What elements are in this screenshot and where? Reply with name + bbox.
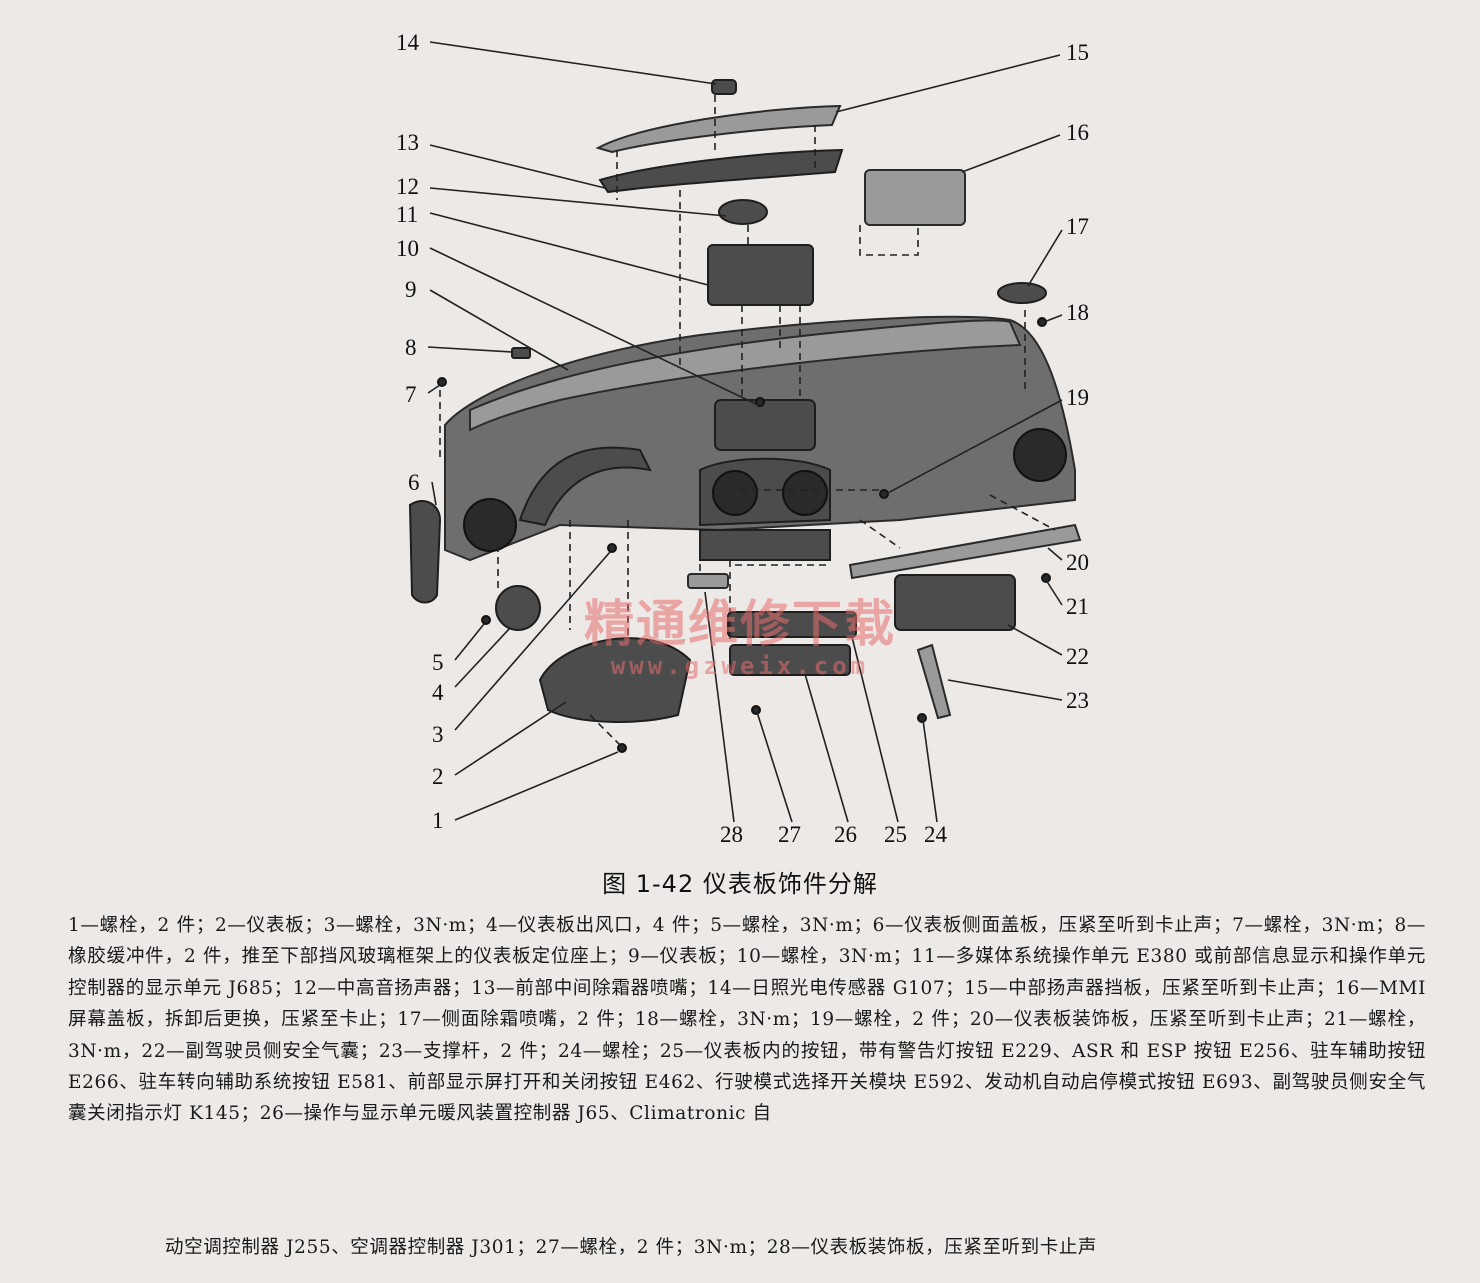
- callout-9: 9: [405, 277, 417, 302]
- callout-17: 17: [1066, 214, 1089, 239]
- tweeter-speaker: [718, 199, 768, 225]
- callout-numbers: 1 2 3 4 5 6 7 8 9 10 11 12 13 14 15 16 1…: [396, 30, 1089, 847]
- callout-26: 26: [834, 822, 857, 847]
- callout-21: 21: [1066, 594, 1089, 619]
- parts-legend: 1—螺栓，2 件；2—仪表板；3—螺栓，3N·m；4—仪表板出风口，4 件；5—…: [68, 915, 1426, 1125]
- mmi-screen-cover: [864, 169, 966, 226]
- small-trim-panel: [687, 573, 729, 589]
- air-vent: [495, 585, 541, 631]
- callout-12: 12: [396, 174, 419, 199]
- callout-4: 4: [432, 680, 444, 705]
- rubber-bumper: [511, 347, 531, 359]
- callout-8: 8: [405, 335, 417, 360]
- button-panel: [727, 611, 857, 638]
- side-defroster-nozzle: [997, 282, 1047, 304]
- dashboard-body: [444, 315, 1076, 562]
- callout-11: 11: [396, 202, 418, 227]
- callout-16: 16: [1066, 120, 1089, 145]
- callout-3: 3: [432, 722, 444, 747]
- screws: [437, 317, 1051, 753]
- center-speaker-cover: [595, 104, 842, 154]
- figure-caption: 图 1-42 仪表板饰件分解: [602, 870, 878, 898]
- callout-25: 25: [884, 822, 907, 847]
- callout-10: 10: [396, 236, 419, 261]
- mmi-display-unit: [707, 244, 814, 306]
- callout-20: 20: [1066, 550, 1089, 575]
- side-cover-panel: [408, 500, 442, 604]
- callout-22: 22: [1066, 644, 1089, 669]
- callout-13: 13: [396, 130, 419, 155]
- callout-19: 19: [1066, 385, 1089, 410]
- callout-6: 6: [408, 470, 420, 495]
- sun-sensor: [711, 79, 737, 95]
- exploded-dashboard-diagram: 1 2 3 4 5 6 7 8 9 10 11 12 13 14 15 16 1…: [396, 30, 1089, 847]
- center-defroster-nozzle: [598, 148, 844, 194]
- climate-control-unit: [729, 644, 851, 676]
- callout-5: 5: [432, 650, 444, 675]
- callout-28: 28: [720, 822, 743, 847]
- passenger-airbag: [894, 574, 1016, 631]
- callout-14: 14: [396, 30, 420, 55]
- callout-18: 18: [1066, 300, 1089, 325]
- callout-15: 15: [1066, 40, 1089, 65]
- callout-24: 24: [924, 822, 948, 847]
- support-rod: [916, 643, 952, 720]
- dashboard-trim-strip: [848, 523, 1082, 580]
- instrument-cluster: [538, 637, 692, 723]
- callout-2: 2: [432, 764, 444, 789]
- callout-7: 7: [405, 382, 417, 407]
- callout-23: 23: [1066, 688, 1089, 713]
- parts-legend-last-line: 动空调控制器 J255、空调器控制器 J301；27—螺栓，2 件；3N·m；2…: [165, 1237, 1098, 1258]
- callout-27: 27: [778, 822, 801, 847]
- assembly-guides: [439, 95, 1056, 746]
- leader-lines: [427, 41, 1063, 823]
- callout-1: 1: [432, 808, 444, 833]
